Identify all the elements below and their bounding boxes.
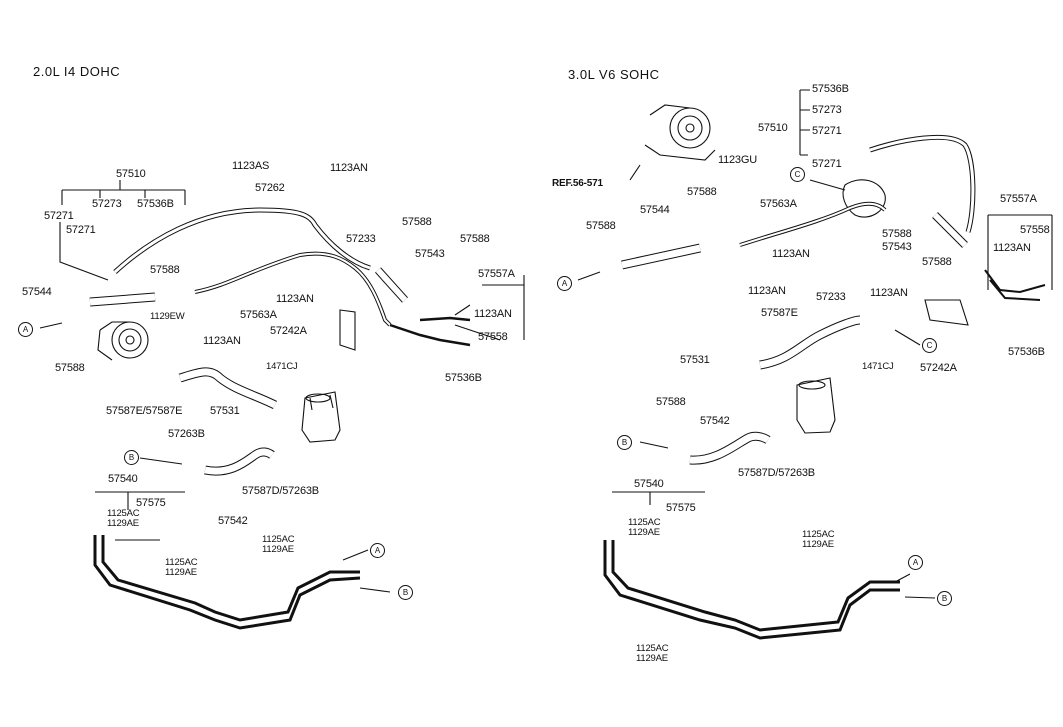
part-label: 1471CJ: [266, 361, 298, 372]
part-label: 1125AC: [628, 517, 661, 528]
part-label: 1125AC: [107, 508, 140, 519]
part-label: 57542: [218, 515, 248, 527]
part-label: 57543: [882, 241, 912, 253]
part-label: 1123AS: [232, 160, 270, 172]
part-label: 57588: [150, 264, 180, 276]
part-label: 57542: [700, 415, 730, 427]
right-cooler-line: [603, 540, 900, 640]
part-label: 57587E: [761, 307, 798, 319]
section-title-left: 2.0L I4 DOHC: [33, 64, 121, 79]
part-label: 57273: [812, 104, 842, 116]
part-label: 57271: [66, 224, 96, 236]
callout-b: B: [124, 450, 139, 465]
part-label: 57540: [634, 478, 664, 490]
part-label: 1123AN: [772, 248, 810, 260]
part-label: 57588: [687, 186, 717, 198]
part-label: 57233: [346, 233, 376, 245]
left-cooler-line: [93, 535, 361, 630]
part-label: 57544: [640, 204, 670, 216]
part-label: 57588: [460, 233, 490, 245]
part-label: 57587D/57263B: [738, 467, 815, 479]
part-label: 1123AN: [870, 287, 908, 299]
part-label: 57531: [680, 354, 710, 366]
part-label: 57587E/57587E: [106, 405, 183, 417]
part-label: 1129AE: [636, 653, 668, 664]
part-label: 57271: [812, 158, 842, 170]
part-label: 57575: [136, 497, 166, 509]
part-label: 1123AN: [474, 308, 512, 320]
ref-label: REF.56-571: [552, 178, 603, 189]
right-pump: [644, 104, 716, 161]
callout-b: B: [937, 591, 952, 606]
callout-b: B: [398, 585, 413, 600]
part-label: 57233: [816, 291, 846, 303]
part-label: 1129AE: [262, 544, 294, 555]
part-label: 1129AE: [628, 527, 660, 538]
part-label: 57588: [55, 362, 85, 374]
part-label: 57273: [92, 198, 122, 210]
part-label: 57557A: [1000, 193, 1037, 205]
callout-a: A: [557, 276, 572, 291]
part-label: 57588: [922, 256, 952, 268]
part-label: 57544: [22, 286, 52, 298]
part-label: 57536B: [137, 198, 174, 210]
part-label: 57588: [882, 228, 912, 240]
right-reservoir: [796, 377, 836, 434]
part-label: 57543: [415, 248, 445, 260]
left-bracket-57510: [61, 180, 186, 205]
callout-a: A: [370, 543, 385, 558]
part-label: 57563A: [240, 309, 277, 321]
part-label: 57262: [255, 182, 285, 194]
part-label: 57575: [666, 502, 696, 514]
part-label: 1129AE: [165, 567, 197, 578]
part-label: 57557A: [478, 268, 515, 280]
part-label: 57588: [656, 396, 686, 408]
left-pump: [97, 321, 149, 361]
section-title-right: 3.0L V6 SOHC: [568, 67, 660, 82]
part-label: 1125AC: [636, 643, 669, 654]
part-label: 57588: [402, 216, 432, 228]
left-reservoir: [301, 391, 341, 443]
part-label: 57271: [44, 210, 74, 222]
part-label: 57536B: [1008, 346, 1045, 358]
part-label: 57242A: [920, 362, 957, 374]
part-label: 57558: [1020, 224, 1050, 236]
part-label: 57536B: [445, 372, 482, 384]
part-label: 57510: [116, 168, 146, 180]
part-label: 1123AN: [993, 242, 1031, 254]
part-label: 1129EW: [150, 311, 185, 322]
part-label: 1471CJ: [862, 361, 894, 372]
part-label: 1123GU: [718, 154, 757, 166]
part-label: 1125AC: [262, 534, 295, 545]
part-label: 1123AN: [748, 285, 786, 297]
part-label: 57558: [478, 331, 508, 343]
callout-a: A: [18, 322, 33, 337]
callout-b: B: [617, 435, 632, 450]
part-label: 57587D/57263B: [242, 485, 319, 497]
part-label: 57588: [586, 220, 616, 232]
callout-c: C: [922, 338, 937, 353]
part-label: 57531: [210, 405, 240, 417]
part-label: 1125AC: [165, 557, 198, 568]
part-label: 1129AE: [107, 518, 139, 529]
part-label: 1125AC: [802, 529, 835, 540]
callout-a: A: [908, 555, 923, 570]
callout-c: C: [790, 167, 805, 182]
right-pressure-hose: [869, 134, 976, 233]
part-label: 57271: [812, 125, 842, 137]
part-label: 1123AN: [203, 335, 241, 347]
part-label: 1123AN: [330, 162, 368, 174]
part-label: 57242A: [270, 325, 307, 337]
part-label: 57563A: [760, 198, 797, 210]
part-label: 57263B: [168, 428, 205, 440]
part-label: 57540: [108, 473, 138, 485]
part-label: 1129AE: [802, 539, 834, 550]
part-label: 1123AN: [276, 293, 314, 305]
part-label: 57536B: [812, 83, 849, 95]
part-label: 57510: [758, 122, 788, 134]
